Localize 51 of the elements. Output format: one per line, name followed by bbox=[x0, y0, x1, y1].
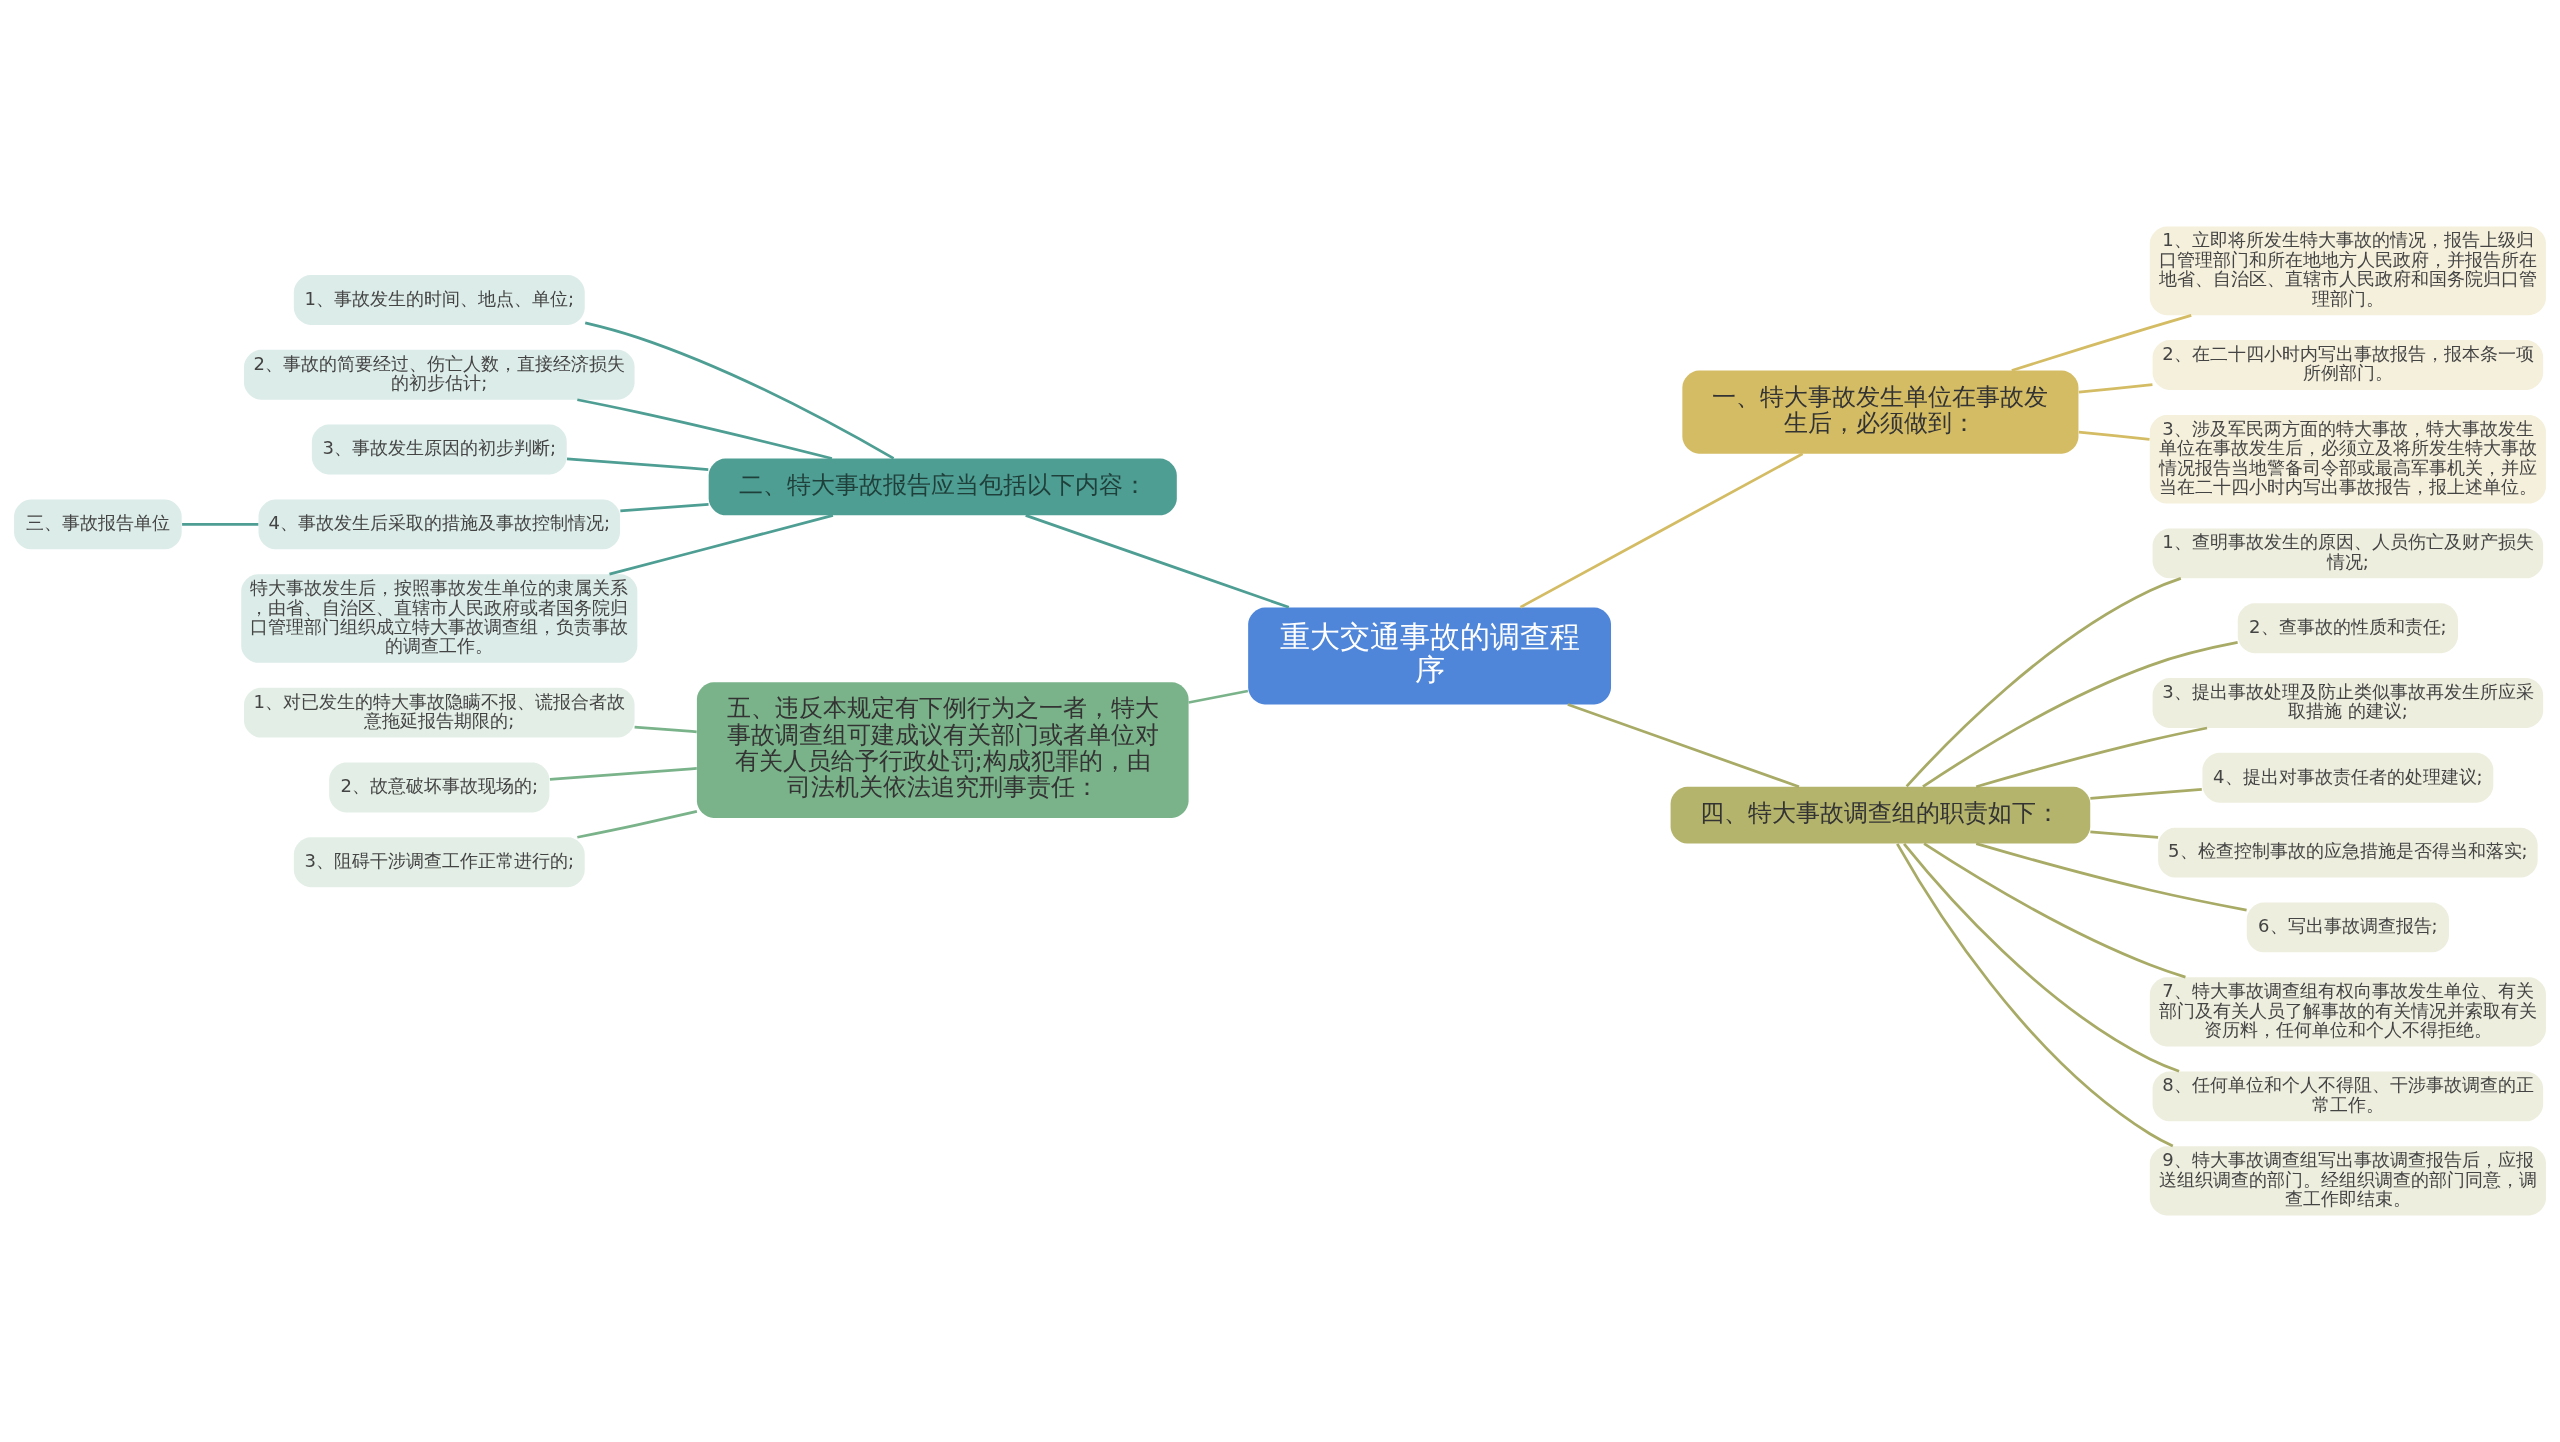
node-box: 3、提出事故处理及防止类似事故再发生所应采取措施 的建议; bbox=[2152, 678, 2544, 728]
connector bbox=[1923, 842, 2186, 979]
connector bbox=[577, 398, 833, 460]
node-box: 7、特大事故调查组有权向事故发生单位、有关部门及有关人员了解事故的有关情况并索取有关资历料，任何单位和个人不得拒绝。 bbox=[2149, 977, 2546, 1047]
connector bbox=[1025, 514, 1290, 609]
connector bbox=[634, 725, 697, 734]
node-box: 1、事故发生的时间、地点、单位; bbox=[293, 275, 585, 325]
connector bbox=[2078, 383, 2153, 394]
node-box: 2、事故的简要经过、伤亡人数，直接经济损失的初步估计; bbox=[244, 349, 635, 400]
node-box: 五、违反本规定有下例行为之一者，特大事故调查组可建成议有关部门或者单位对有关人员给予行政处罚;构成犯罪的，由司法机关依法追究刑事责任： bbox=[696, 682, 1189, 818]
node-box: 一、特大事故发生单位在事故发生后，必须做到： bbox=[1682, 370, 2079, 454]
connector bbox=[2090, 788, 2202, 800]
node-box: 5、检查控制事故的应急措施是否得当和落实; bbox=[2158, 827, 2538, 878]
connector bbox=[182, 522, 259, 526]
node-box: 2、查事故的性质和责任; bbox=[2237, 603, 2458, 654]
connector bbox=[2090, 830, 2159, 839]
connector bbox=[1567, 703, 1800, 789]
node-box: 重大交通事故的调查程序 bbox=[1248, 607, 1611, 705]
connector bbox=[1188, 689, 1249, 704]
node-box: 6、写出事故调查报告; bbox=[2246, 902, 2449, 953]
node-box: 3、阻碍干涉调查工作正常进行的; bbox=[293, 837, 585, 888]
node-box: 2、在二十四小时内写出事故报告，报本条一项所例部门。 bbox=[2152, 340, 2544, 390]
node-box: 特大事故发生后，按照事故发生单位的隶属关系，由省、自治区、直辖市人民政府或者国务院归口管理部门组织成立特大事故调查组，负责事故的调查工作。 bbox=[241, 574, 638, 663]
connector bbox=[1975, 726, 2208, 789]
connector bbox=[1905, 577, 2182, 788]
connector bbox=[2011, 314, 2192, 372]
connector bbox=[620, 502, 709, 513]
node-box: 4、事故发生后采取的措施及事故控制情况; bbox=[258, 499, 621, 550]
connector bbox=[584, 321, 895, 460]
node-box: 1、查明事故发生的原因、人员伤亡及财产损失情况; bbox=[2152, 528, 2544, 579]
node-box: 9、特大事故调查组写出事故调查报告后，应报送组织调查的部门。经组织调查的部门同意，调查工作即结束。 bbox=[2149, 1146, 2546, 1216]
node-box: 三、事故报告单位 bbox=[14, 499, 182, 550]
node-box: 4、提出对事故责任者的处理建议; bbox=[2202, 752, 2494, 803]
connector bbox=[577, 810, 698, 839]
connector bbox=[2078, 430, 2150, 441]
node-box: 8、任何单位和个人不得阻、干涉事故调查的正常工作。 bbox=[2152, 1071, 2544, 1122]
node-box: 1、立即将所发生特大事故的情况，报告上级归口管理部门和所在地地方人民政府，并报告所在地省、自治区、直辖市人民政府和国务院归口管理部门。 bbox=[2149, 226, 2546, 316]
node-box: 3、涉及军民两方面的特大事故，特大事故发生单位在事故发生后，必须立及将所发生特大事故情况报告当地警备司令部或最高军事机关，并应当在二十四小时内写出事故报告，报上述单位。 bbox=[2149, 414, 2546, 504]
node-box: 四、特大事故调查组的职责如下： bbox=[1670, 786, 2091, 844]
node-box: 1、对已发生的特大事故隐瞒不报、谎报合者故意拖延报告期限的; bbox=[244, 687, 635, 738]
node-box: 3、事故发生原因的初步判断; bbox=[311, 424, 567, 475]
connector bbox=[609, 514, 834, 576]
connector bbox=[1903, 843, 2180, 1073]
connector bbox=[1896, 843, 2174, 1148]
node-box: 二、特大事故报告应当包括以下内容： bbox=[708, 458, 1177, 516]
connector bbox=[566, 457, 709, 471]
connector bbox=[1519, 452, 1804, 609]
node-box: 2、故意破坏事故现场的; bbox=[329, 762, 550, 813]
connector bbox=[1975, 842, 2247, 912]
connector bbox=[549, 766, 697, 781]
connector bbox=[1922, 641, 2238, 788]
